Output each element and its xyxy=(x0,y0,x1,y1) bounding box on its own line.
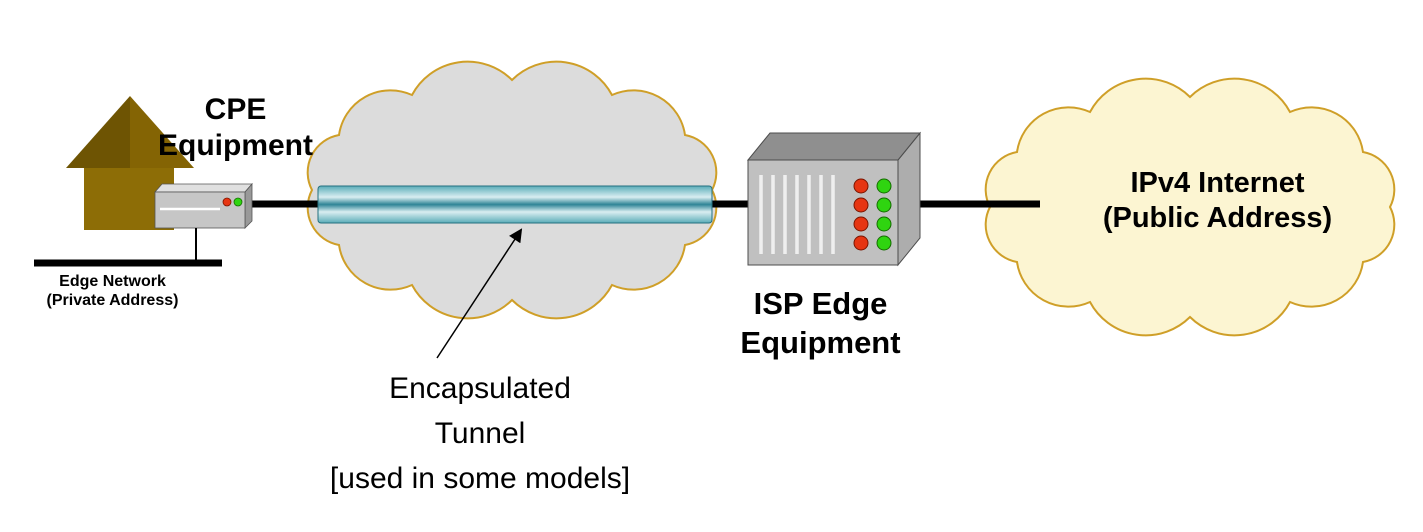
router-led-green-icon xyxy=(876,216,892,232)
router-led-red-icon xyxy=(853,235,869,251)
cpe-label-line2: Equipment xyxy=(158,129,313,162)
isp-edge-equipment-label: ISP Edge Equipment xyxy=(688,284,953,362)
edge-network-label-line1: Edge Network xyxy=(59,273,166,290)
router-led-panel xyxy=(853,178,892,251)
internet-label-line2: (Public Address) xyxy=(1102,202,1333,234)
isp-router-front xyxy=(747,159,899,266)
edge-network-label: Edge Network (Private Address) xyxy=(10,272,215,310)
cpe-device-top xyxy=(154,183,253,193)
cpe-device-side xyxy=(244,182,253,229)
house-roof-left xyxy=(66,96,130,168)
router-led-green-icon xyxy=(876,178,892,194)
tunnel-pointer-arrow xyxy=(436,228,523,359)
isp-label-line2: Equipment xyxy=(740,325,901,360)
cpe-led-red-icon xyxy=(222,197,232,207)
isp-label-line1: ISP Edge xyxy=(753,286,888,321)
tunnel-label-line2: Tunnel xyxy=(434,417,526,450)
ipv4-internet-label: IPv4 Internet (Public Address) xyxy=(1030,166,1405,236)
cpe-device xyxy=(154,182,253,229)
router-led-green-icon xyxy=(876,235,892,251)
cpe-equipment-label: CPE Equipment xyxy=(138,92,333,164)
isp-router-top xyxy=(746,132,922,161)
router-led-red-icon xyxy=(853,197,869,213)
encapsulated-tunnel-label: Encapsulated Tunnel [used in some models… xyxy=(260,366,700,501)
tunnel-pipe xyxy=(317,185,713,224)
internet-label-line1: IPv4 Internet xyxy=(1130,167,1305,199)
router-led-green-icon xyxy=(876,197,892,213)
cpe-label-line1: CPE xyxy=(204,93,267,126)
isp-router xyxy=(746,131,922,267)
tunnel-label-line3: [used in some models] xyxy=(329,462,631,495)
cpe-led-green-icon xyxy=(233,197,243,207)
router-vents-icon xyxy=(759,175,835,254)
router-led-red-icon xyxy=(853,216,869,232)
tunnel-label-line1: Encapsulated xyxy=(389,372,571,405)
house-roof-right xyxy=(130,96,194,168)
router-led-red-icon xyxy=(853,178,869,194)
edge-network-label-line2: (Private Address) xyxy=(46,292,179,309)
